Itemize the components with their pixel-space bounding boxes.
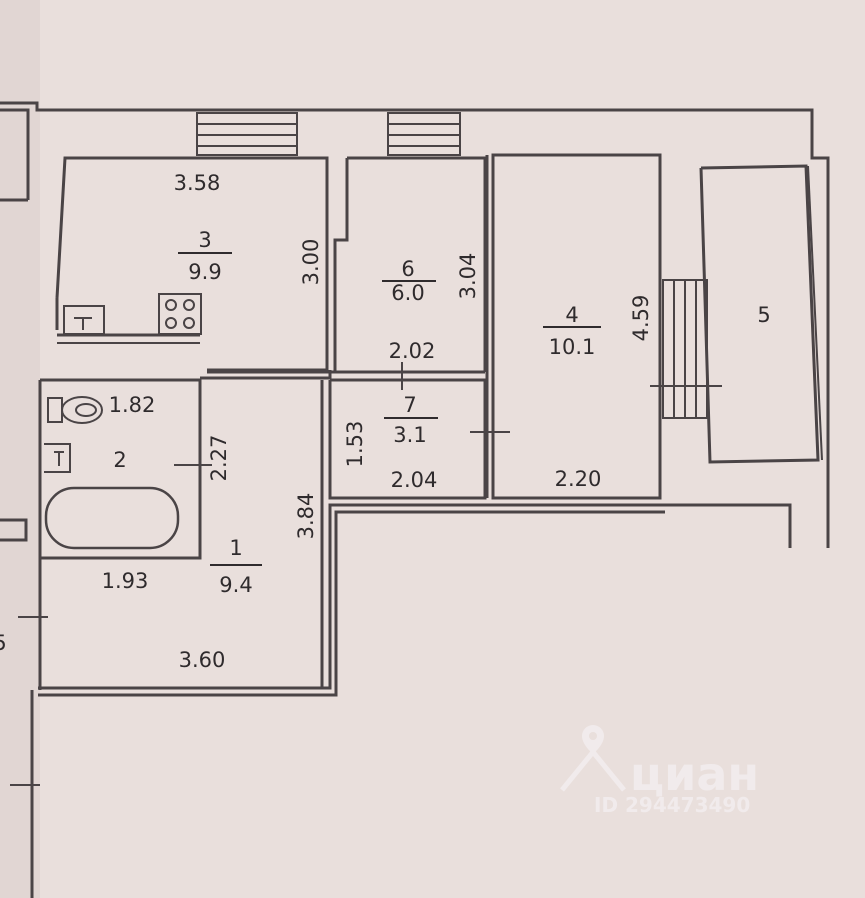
- dim-r7-height: 1.53: [343, 421, 367, 468]
- location-pin-icon: [560, 725, 626, 792]
- dim-r4-width: 2.20: [555, 467, 602, 491]
- window-room3: [196, 112, 298, 156]
- dim-edge-label: 5: [0, 631, 7, 655]
- room-5: [699, 164, 823, 464]
- dim-r2-height: 2.27: [207, 435, 231, 482]
- dim-r1-left: 1.93: [102, 569, 149, 593]
- dimension-labels: 3.58 3.00 3.04 2.02 4.59 2.20 1.82 2.27 …: [0, 171, 653, 672]
- window-room6: [387, 112, 461, 156]
- paper-left-shade: [0, 0, 40, 898]
- watermark: циан ID 294473490: [560, 725, 759, 817]
- room-number-5: 5: [757, 303, 770, 327]
- room-area-7: 3.1: [393, 423, 426, 447]
- room-label-7: 7 3.1: [384, 393, 438, 447]
- room-number-1: 1: [229, 536, 242, 560]
- outer-walls: [0, 101, 830, 898]
- dim-r7-width: 2.04: [391, 468, 438, 492]
- room-number-7: 7: [403, 393, 416, 417]
- room-number-2: 2: [113, 448, 126, 472]
- room-number-4: 4: [565, 303, 578, 327]
- room-7: [328, 378, 510, 500]
- room-area-6: 6.0: [391, 281, 424, 305]
- room-area-1: 9.4: [219, 573, 252, 597]
- room-6: [207, 156, 487, 390]
- room-area-3: 9.9: [188, 260, 221, 284]
- washbasin-icon: [44, 443, 71, 473]
- dim-r4-height: 4.59: [629, 295, 653, 342]
- dim-r6-height: 3.04: [456, 253, 480, 300]
- room-label-3: 3 9.9: [178, 228, 232, 284]
- room-label-1: 1 9.4: [210, 536, 262, 597]
- room-label-4: 4 10.1: [543, 303, 601, 359]
- room-number-6: 6: [401, 257, 414, 281]
- dim-r3-height: 3.00: [299, 239, 323, 286]
- watermark-brand: циан: [630, 747, 759, 801]
- bathtub-icon: [44, 486, 180, 550]
- watermark-id: ID 294473490: [594, 793, 750, 817]
- room-number-3: 3: [198, 228, 211, 252]
- room-area-4: 10.1: [549, 335, 596, 359]
- sink-icon: [63, 305, 105, 335]
- dim-r3-width: 3.58: [174, 171, 221, 195]
- dim-r1-width: 3.60: [179, 648, 226, 672]
- room-2: [38, 378, 212, 560]
- stove-icon: [158, 293, 202, 335]
- toilet-icon: [47, 396, 103, 424]
- dim-r2-width: 1.82: [109, 393, 156, 417]
- dim-r6-width: 2.02: [389, 339, 436, 363]
- dim-r1-height: 3.84: [294, 493, 318, 540]
- room-label-6: 6 6.0: [382, 257, 436, 305]
- room-1: [10, 380, 324, 786]
